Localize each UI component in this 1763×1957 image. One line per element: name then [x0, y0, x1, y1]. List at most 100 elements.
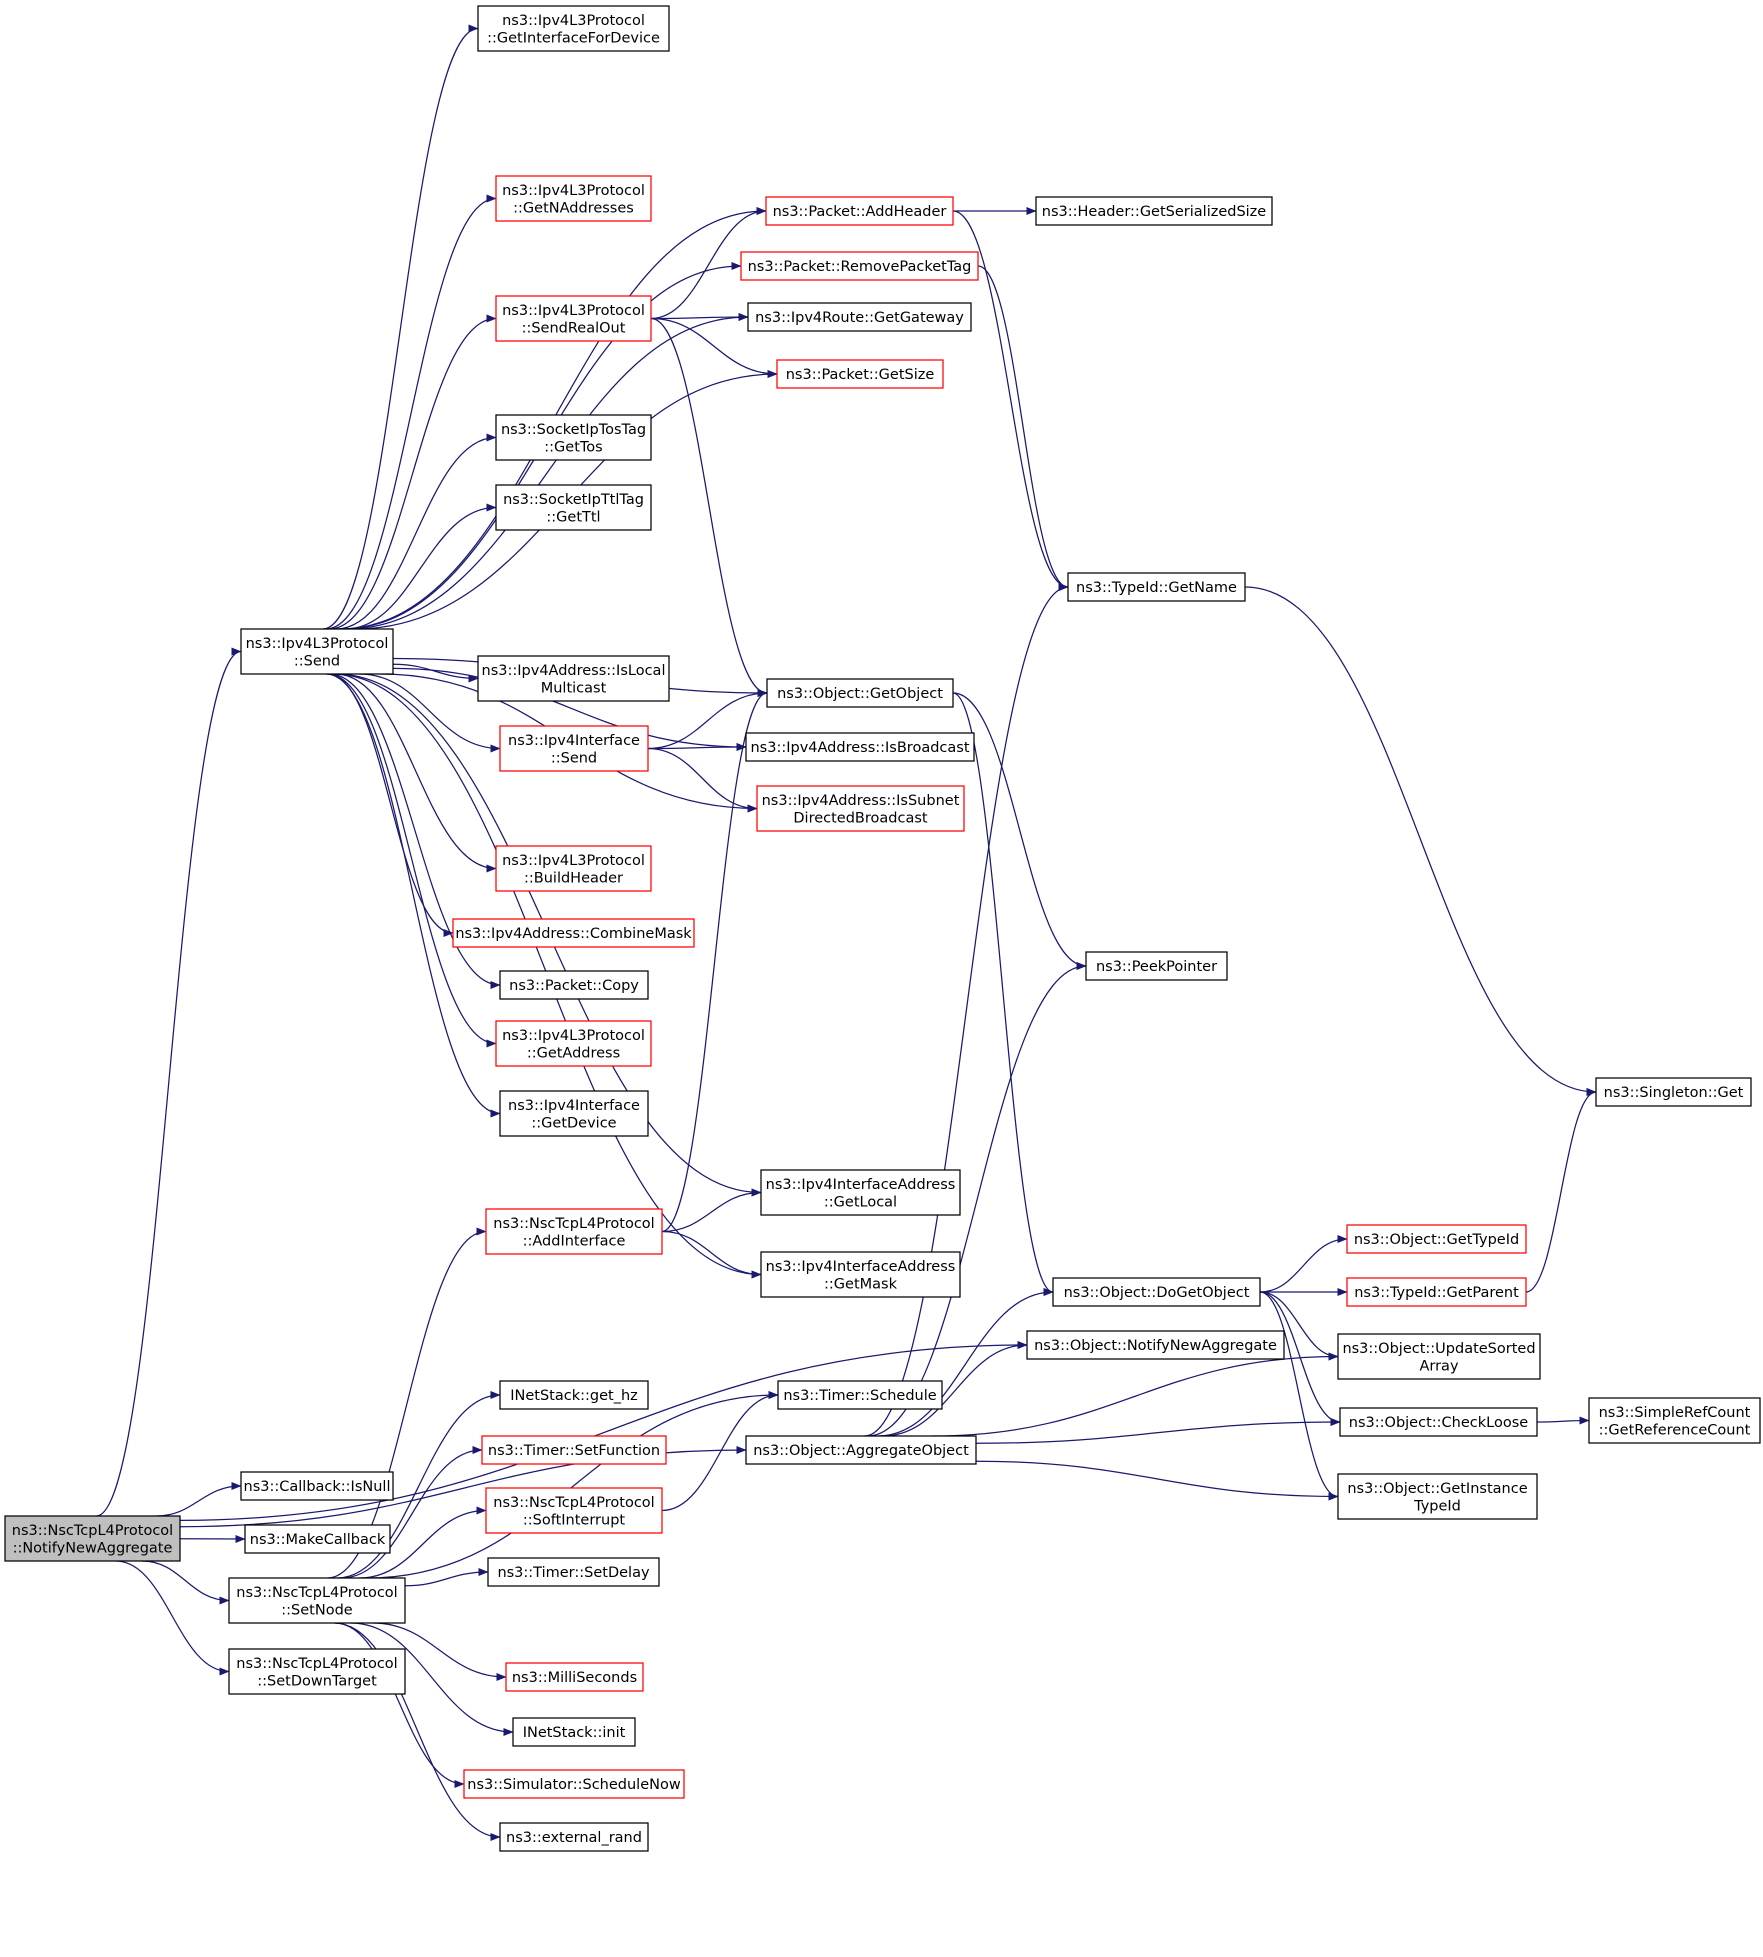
node-makecb[interactable]: ns3::MakeCallback	[244, 1524, 391, 1554]
node-box[interactable]	[745, 1435, 977, 1465]
node-aggobj[interactable]: ns3::Object::AggregateObject	[745, 1435, 977, 1465]
node-box[interactable]	[499, 1380, 649, 1410]
node-addhdr[interactable]: ns3::Packet::AddHeader	[765, 196, 954, 226]
node-box[interactable]	[1052, 1277, 1261, 1307]
node-box[interactable]	[1085, 951, 1228, 981]
node-checkloose[interactable]: ns3::Object::CheckLoose	[1339, 1407, 1538, 1437]
node-getttl[interactable]: ns3::SocketIpTtlTag::GetTtl	[495, 484, 652, 531]
node-box[interactable]	[481, 1435, 667, 1465]
node-box[interactable]	[740, 251, 979, 281]
node-gettos[interactable]: ns3::SocketIpTosTag::GetTos	[495, 414, 652, 461]
node-getaddr[interactable]: ns3::Ipv4L3Protocol::GetAddress	[495, 1020, 652, 1067]
node-getgw[interactable]: ns3::Ipv4Route::GetGateway	[747, 302, 972, 332]
node-hdrsize[interactable]: ns3::Header::GetSerializedSize	[1035, 196, 1273, 226]
node-box[interactable]	[1337, 1473, 1538, 1520]
node-getlocal[interactable]: ns3::Ipv4InterfaceAddress::GetLocal	[760, 1169, 961, 1216]
node-box[interactable]	[760, 1169, 961, 1216]
node-box[interactable]	[477, 655, 670, 702]
node-box[interactable]	[240, 628, 394, 675]
node-box[interactable]	[495, 175, 652, 222]
node-box[interactable]	[485, 1208, 663, 1255]
node-box[interactable]	[1026, 1330, 1285, 1360]
node-box[interactable]	[477, 5, 670, 52]
node-box[interactable]	[760, 1251, 961, 1298]
node-schednow[interactable]: ns3::Simulator::ScheduleNow	[463, 1769, 685, 1799]
node-setnode[interactable]: ns3::NscTcpL4Protocol::SetNode	[228, 1577, 406, 1624]
node-box[interactable]	[1337, 1333, 1541, 1380]
node-root[interactable]: ns3::NscTcpL4Protocol::NotifyNewAggregat…	[4, 1515, 181, 1562]
node-peekptr[interactable]: ns3::PeekPointer	[1085, 951, 1228, 981]
node-dogetobj[interactable]: ns3::Object::DoGetObject	[1052, 1277, 1261, 1307]
node-setdelay[interactable]: ns3::Timer::SetDelay	[487, 1557, 660, 1587]
node-combmask[interactable]: ns3::Ipv4Address::CombineMask	[452, 918, 695, 948]
node-box[interactable]	[499, 1090, 649, 1137]
node-isbcast[interactable]: ns3::Ipv4Address::IsBroadcast	[745, 732, 975, 762]
node-box[interactable]	[499, 1822, 649, 1852]
node-box[interactable]	[512, 1717, 636, 1747]
node-box[interactable]	[452, 918, 695, 948]
node-issubnet[interactable]: ns3::Ipv4Address::IsSubnetDirectedBroadc…	[756, 785, 965, 832]
node-isnull[interactable]: ns3::Callback::IsNull	[240, 1471, 394, 1501]
node-gettypeid[interactable]: ns3::Object::GetTypeId	[1346, 1224, 1527, 1254]
node-box[interactable]	[1346, 1277, 1527, 1307]
node-box[interactable]	[766, 678, 954, 708]
node-sendreal[interactable]: ns3::Ipv4L3Protocol::SendRealOut	[495, 295, 652, 342]
node-init[interactable]: INetStack::init	[512, 1717, 636, 1747]
node-rmtag[interactable]: ns3::Packet::RemovePacketTag	[740, 251, 979, 281]
node-box[interactable]	[499, 725, 649, 772]
node-gethz[interactable]: INetStack::get_hz	[499, 1380, 649, 1410]
node-box[interactable]	[4, 1515, 181, 1562]
node-box[interactable]	[485, 1487, 663, 1534]
node-box[interactable]	[1339, 1407, 1538, 1437]
node-ifsend[interactable]: ns3::Ipv4Interface::Send	[499, 725, 649, 772]
node-notifynew[interactable]: ns3::Object::NotifyNewAggregate	[1026, 1330, 1285, 1360]
node-box[interactable]	[505, 1662, 644, 1692]
node-box[interactable]	[495, 295, 652, 342]
node-box[interactable]	[747, 302, 972, 332]
node-box[interactable]	[495, 845, 652, 892]
node-box[interactable]	[495, 414, 652, 461]
node-addif[interactable]: ns3::NscTcpL4Protocol::AddInterface	[485, 1208, 663, 1255]
node-box[interactable]	[495, 1020, 652, 1067]
node-box[interactable]	[1588, 1397, 1761, 1444]
node-box[interactable]	[1035, 196, 1273, 226]
node-box[interactable]	[756, 785, 965, 832]
node-box[interactable]	[776, 359, 944, 389]
node-setdown[interactable]: ns3::NscTcpL4Protocol::SetDownTarget	[228, 1648, 406, 1695]
node-getmask[interactable]: ns3::Ipv4InterfaceAddress::GetMask	[760, 1251, 961, 1298]
node-millis[interactable]: ns3::MilliSeconds	[505, 1662, 644, 1692]
node-setfunc[interactable]: ns3::Timer::SetFunction	[481, 1435, 667, 1465]
node-box[interactable]	[745, 732, 975, 762]
node-box[interactable]	[228, 1648, 406, 1695]
node-box[interactable]	[495, 484, 652, 531]
node-box[interactable]	[244, 1524, 391, 1554]
node-getname[interactable]: ns3::TypeId::GetName	[1067, 572, 1246, 602]
node-box[interactable]	[1595, 1077, 1752, 1107]
node-box[interactable]	[1346, 1224, 1527, 1254]
node-buildhdr[interactable]: ns3::Ipv4L3Protocol::BuildHeader	[495, 845, 652, 892]
node-getparent[interactable]: ns3::TypeId::GetParent	[1346, 1277, 1527, 1307]
node-refcount[interactable]: ns3::SimpleRefCount::GetReferenceCount	[1588, 1397, 1761, 1444]
node-singleton[interactable]: ns3::Singleton::Get	[1595, 1077, 1752, 1107]
node-extrand[interactable]: ns3::external_rand	[499, 1822, 649, 1852]
node-box[interactable]	[499, 970, 649, 1000]
node-softint[interactable]: ns3::NscTcpL4Protocol::SoftInterrupt	[485, 1487, 663, 1534]
node-box[interactable]	[487, 1557, 660, 1587]
node-getsize[interactable]: ns3::Packet::GetSize	[776, 359, 944, 389]
node-pktcopy[interactable]: ns3::Packet::Copy	[499, 970, 649, 1000]
node-box[interactable]	[777, 1380, 943, 1410]
node-getnaddr[interactable]: ns3::Ipv4L3Protocol::GetNAddresses	[495, 175, 652, 222]
node-getobj[interactable]: ns3::Object::GetObject	[766, 678, 954, 708]
node-box[interactable]	[765, 196, 954, 226]
node-box[interactable]	[463, 1769, 685, 1799]
node-getdev[interactable]: ns3::Ipv4Interface::GetDevice	[499, 1090, 649, 1137]
node-box[interactable]	[1067, 572, 1246, 602]
node-box[interactable]	[240, 1471, 394, 1501]
node-box[interactable]	[228, 1577, 406, 1624]
node-getifdev[interactable]: ns3::Ipv4L3Protocol::GetInterfaceForDevi…	[477, 5, 670, 52]
node-schedule[interactable]: ns3::Timer::Schedule	[777, 1380, 943, 1410]
node-send[interactable]: ns3::Ipv4L3Protocol::Send	[240, 628, 394, 675]
